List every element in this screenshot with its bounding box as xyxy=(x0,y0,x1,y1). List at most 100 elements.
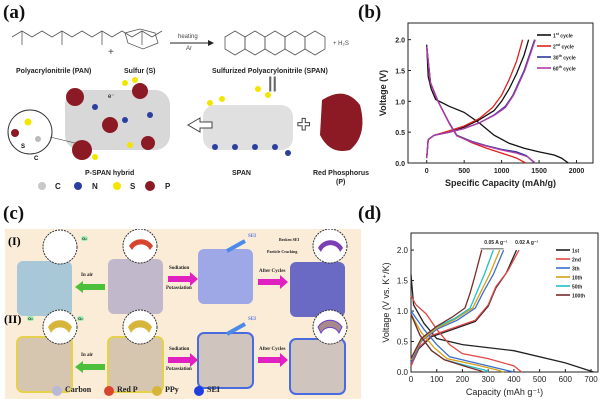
atom-legend-markers xyxy=(38,181,155,191)
legend-label: 10th xyxy=(572,276,582,282)
series-discharge-curve xyxy=(426,47,536,164)
x-tick-label: 600 xyxy=(559,375,573,384)
span-product-label: Sulfurized Polyacrylonitrile (SPAN) xyxy=(212,68,328,75)
x-tick-label: 0 xyxy=(409,375,414,384)
legend-atom-p: P xyxy=(165,182,171,191)
p-span-hybrid-label: P-SPAN hybrid xyxy=(85,170,135,177)
process-arrows xyxy=(75,239,288,373)
x-axis-title: Capacity (mAh g⁻¹) xyxy=(466,387,543,397)
y-tick-label: 0.5 xyxy=(397,338,409,347)
legend-label: 1st cycle xyxy=(553,32,573,40)
plot-frame xyxy=(410,232,599,373)
series-charge-curve xyxy=(410,249,483,359)
series-discharge-curve xyxy=(410,295,523,373)
plus-icon: ✚ xyxy=(297,117,310,134)
legend-label: 100th xyxy=(572,294,585,300)
row-i-label: (I) xyxy=(8,234,21,248)
y-tick-label: 0.0 xyxy=(397,368,409,377)
x-tick-label: 400 xyxy=(507,375,521,384)
byproduct-h2s: + H₂S xyxy=(333,41,349,47)
legend-label: 30th cycle xyxy=(553,54,576,62)
y-tick-label: 1.5 xyxy=(397,277,409,286)
p-span-hybrid-model xyxy=(7,77,170,160)
legend-label: 3th xyxy=(572,267,580,273)
series-discharge-curve xyxy=(410,313,484,373)
legend-label: 50th xyxy=(572,285,582,291)
red-phosphorus-blob xyxy=(320,93,363,151)
panel-b-label: (b) xyxy=(358,2,382,23)
sodiation-label-1: Sodiation xyxy=(169,266,190,271)
arrow-label-heating: heating xyxy=(178,34,198,40)
legend-carbon: Carbon xyxy=(65,385,92,394)
panel-a-scheme: ✚ + heating Ar + H₂S Polyacrylonitrile (… xyxy=(0,25,375,195)
y-tick-label: 0.5 xyxy=(395,130,405,137)
sei-label-2: SEI xyxy=(248,317,257,322)
series-charge-curve xyxy=(426,39,536,159)
annotation-rate-0-02: 0.02 A g⁻¹ xyxy=(515,240,538,246)
x-tick-label: 500 xyxy=(458,168,470,175)
electron-label: e⁻ xyxy=(108,94,115,100)
after-cycles-label-2: After Cycles xyxy=(259,347,286,352)
x-axis-title: Specific Capacity (mAh/g) xyxy=(445,178,556,188)
legend-red-p: Red P xyxy=(117,385,138,394)
series-discharge-curve xyxy=(410,313,504,373)
potassiation-label-1: Potassiation xyxy=(166,286,192,291)
legend-label: 2nd cycle xyxy=(553,43,574,51)
particle-cracking-label: Particle Cracking xyxy=(267,249,298,254)
in-air-label-2: In air xyxy=(81,353,94,358)
pan-structure xyxy=(11,30,163,45)
legend-atom-s: S xyxy=(130,182,136,191)
row-1-particles xyxy=(17,229,348,317)
in-air-label-1: In air xyxy=(81,273,94,278)
o2-label-3: O₂ xyxy=(77,316,84,321)
panel-d-label: (d) xyxy=(358,203,382,224)
x-tick-label: 500 xyxy=(533,375,547,384)
after-cycles-label-1: After Cycles xyxy=(259,269,286,274)
reaction-scheme-graphic: ✚ xyxy=(7,28,363,191)
annotation-rate-0-05: 0.05 A g⁻¹ xyxy=(484,240,507,246)
o2-label-1: O₂ xyxy=(81,236,88,241)
schematic-graphic xyxy=(16,229,348,396)
series-discharge-curve xyxy=(410,310,515,373)
span-label: SPAN xyxy=(232,170,251,177)
inset-atom-c: C xyxy=(34,156,39,162)
y-tick-label: 1.5 xyxy=(395,68,405,75)
panel-c-schematic: (I) (II) In air In air Sodiation Potassi… xyxy=(4,229,361,399)
span-model xyxy=(203,86,293,156)
equivalence-sign: || xyxy=(268,75,277,92)
y-tick-label: 0.0 xyxy=(395,161,405,168)
arrow-label-ar: Ar xyxy=(186,46,192,52)
series-discharge-curve xyxy=(426,44,569,164)
series-discharge-curve xyxy=(426,45,526,164)
x-tick-label: 700 xyxy=(584,375,598,384)
x-tick-label: 300 xyxy=(481,375,495,384)
sulfur-label: Sulfur (S) xyxy=(124,68,156,75)
legend-ppy: PPy xyxy=(165,385,179,394)
sei-label-1: SEI xyxy=(248,234,257,239)
legend-label: 1st xyxy=(572,249,580,255)
legend-sei: SEI xyxy=(207,385,220,394)
y-axis-title: Voltage (V) xyxy=(378,70,388,116)
y-tick-label: 2.0 xyxy=(395,38,405,45)
arrow-left-icon xyxy=(187,117,213,133)
series-charge-curve xyxy=(426,39,530,159)
legend-atom-c: C xyxy=(55,182,61,191)
plus-sign: + xyxy=(108,47,114,58)
x-tick-label: 2000 xyxy=(569,168,585,175)
y-tick-label: 2.0 xyxy=(397,246,409,255)
legend-markers xyxy=(52,386,204,396)
x-tick-label: 1000 xyxy=(494,168,510,175)
red-phosphorus-label: Red Phosphorus xyxy=(313,170,370,177)
series-discharge-curve xyxy=(410,274,594,373)
span-structure xyxy=(224,30,326,56)
series-charge-curve xyxy=(410,249,520,367)
potassiation-label-2: Potassiation xyxy=(166,367,192,372)
inset-atom-s: S xyxy=(21,144,26,150)
legend-atom-n: N xyxy=(92,182,98,191)
panel-c-label: (c) xyxy=(3,203,25,224)
plot-frame xyxy=(407,22,594,164)
y-axis-title: Voltage (V vs. K⁺/K) xyxy=(381,262,391,342)
row-2-particles xyxy=(16,309,348,395)
